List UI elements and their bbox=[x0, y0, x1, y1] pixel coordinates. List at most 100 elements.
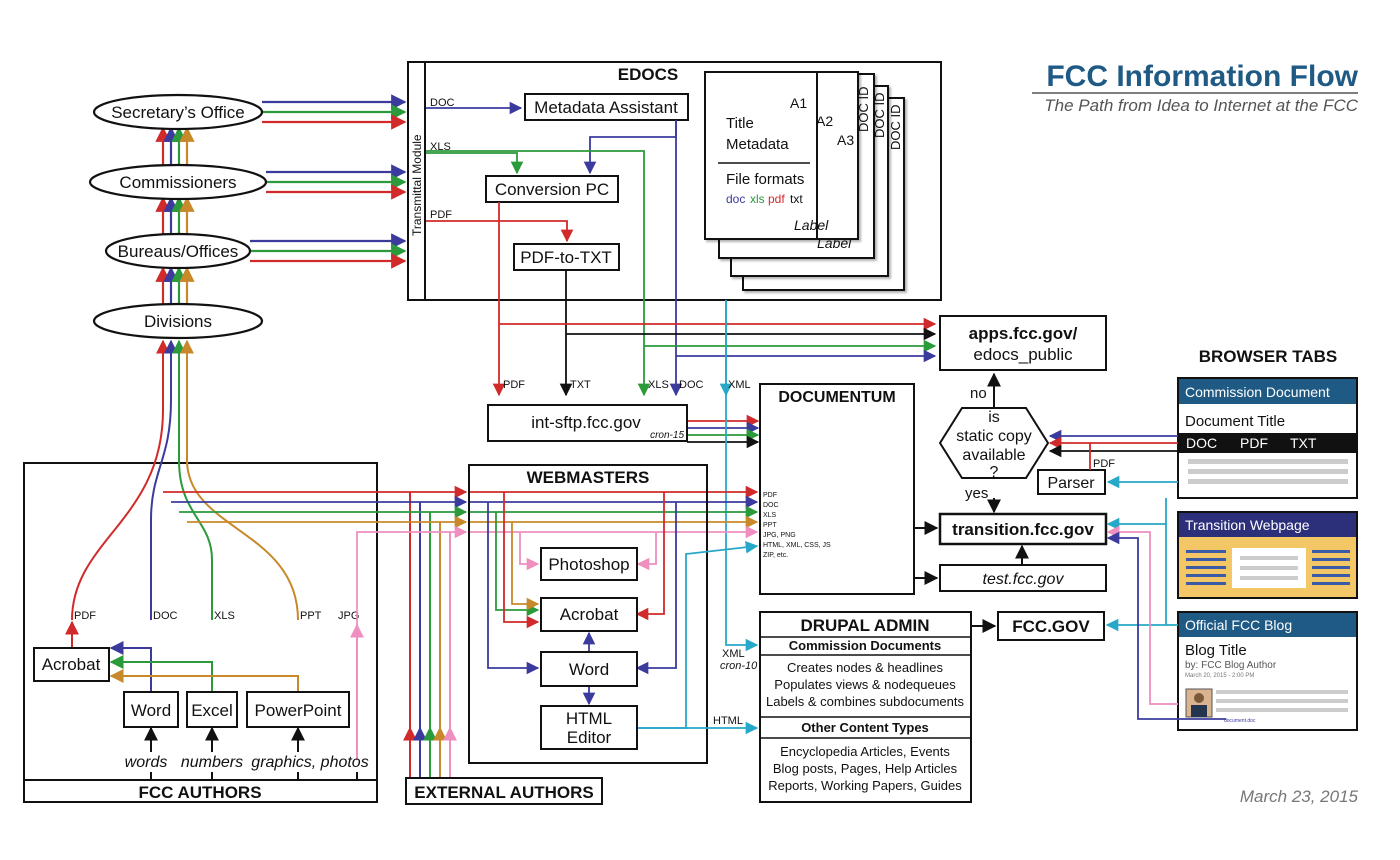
fcc-pdf-label: PDF bbox=[74, 610, 96, 622]
transition-label: transition.fcc.gov bbox=[952, 520, 1094, 539]
fcc-ppt-label: PPT bbox=[300, 610, 322, 622]
conversion-pc-box bbox=[485, 175, 619, 203]
apps-fcc-label-line1: apps.fcc.gov/ bbox=[969, 324, 1078, 343]
html-output-label: HTML bbox=[713, 715, 743, 727]
diagram-subtitle: The Path from Idea to Internet at the FC… bbox=[1044, 96, 1358, 115]
metadata-assistant-box bbox=[524, 93, 689, 121]
fcc-word-label: Word bbox=[131, 701, 171, 720]
record-format-pdf: pdf bbox=[768, 192, 785, 206]
sftp-doc-label: DOC bbox=[679, 379, 704, 391]
tab2-header: Transition Webpage bbox=[1185, 517, 1310, 533]
browser-tabs-heading: BROWSER TABS bbox=[1199, 347, 1338, 366]
fcc-acrobat-box bbox=[33, 647, 110, 682]
record-format-doc: doc bbox=[726, 192, 745, 206]
divisions-to-webmasters-flows bbox=[163, 485, 759, 625]
tab1-link-txt[interactable]: TXT bbox=[1290, 435, 1317, 451]
documentum-format-zip: ZIP, etc. bbox=[763, 552, 788, 559]
tab3-document-link[interactable]: document.doc bbox=[1224, 718, 1256, 724]
documentum-format-ppt: PPT bbox=[763, 522, 777, 529]
fcc-excel-box bbox=[186, 691, 238, 728]
edocs-heading: EDOCS bbox=[618, 65, 678, 84]
sftp-cron-label: cron-15 bbox=[650, 430, 684, 441]
org-stack-arrows bbox=[155, 126, 195, 307]
edocs-xls-label: XLS bbox=[430, 141, 451, 153]
docid-label-2: DOC ID bbox=[872, 93, 887, 139]
divisions-label: Divisions bbox=[144, 312, 212, 331]
record-a3-label: A3 bbox=[837, 132, 854, 148]
tab1-title: Document Title bbox=[1185, 413, 1285, 430]
fcc-gov-node bbox=[997, 611, 1105, 641]
drupal-heading: DRUPAL ADMIN bbox=[800, 616, 929, 635]
pdf-to-txt-label: PDF-to-TXT bbox=[520, 248, 612, 267]
fcc-authors-group: FCC AUTHORS PDF DOC XLS PPT JPG bbox=[23, 339, 378, 803]
apps-fcc-label-line2: edocs_public bbox=[973, 345, 1073, 364]
edocs-output-flows bbox=[426, 120, 937, 652]
tab1-header: Commission Document bbox=[1185, 384, 1330, 400]
fcc-powerpoint-label: PowerPoint bbox=[255, 701, 342, 720]
external-authors-label: EXTERNAL AUTHORS bbox=[414, 783, 593, 802]
record-format-txt: txt bbox=[790, 192, 803, 206]
documentum-format-jpg: JPG, PNG bbox=[763, 532, 796, 539]
header: FCC Information Flow The Path from Idea … bbox=[1032, 60, 1359, 806]
webmasters-group: WEBMASTERS Photoshop Acrobat Word HTML E… bbox=[468, 464, 759, 764]
web-word-box bbox=[540, 651, 638, 687]
secretary-office-node bbox=[92, 93, 264, 131]
tab1-link-doc[interactable]: DOC bbox=[1186, 435, 1217, 451]
drupal-cron-label: cron-10 bbox=[720, 660, 758, 672]
documentum-format-pdf: PDF bbox=[763, 492, 777, 499]
web-word-label: Word bbox=[569, 660, 609, 679]
static-copy-decision: is static copy available ? no yes bbox=[938, 385, 1050, 502]
docid-label-3: DOC ID bbox=[888, 105, 903, 151]
parser-label: Parser bbox=[1047, 475, 1095, 492]
record-a2-label: A2 bbox=[816, 113, 833, 129]
external-authors-group: EXTERNAL AUTHORS bbox=[403, 492, 603, 805]
sftp-xls-label: XLS bbox=[648, 379, 669, 391]
sftp-txt-label: TXT bbox=[570, 379, 591, 391]
apps-fcc-node: apps.fcc.gov/ edocs_public bbox=[939, 315, 1107, 371]
parser-pdf-label: PDF bbox=[1093, 458, 1115, 470]
record-a1-label: A1 bbox=[790, 95, 807, 111]
edocs-system: Transmittal Module EDOCS DOC XLS PDF Met… bbox=[407, 61, 942, 301]
browser-return-flows bbox=[1048, 429, 1226, 720]
diagram-title: FCC Information Flow bbox=[1046, 60, 1358, 93]
fcc-gov-label: FCC.GOV bbox=[1012, 617, 1090, 636]
sftp-input-labels: PDF TXT XLS DOC XML bbox=[503, 379, 751, 391]
secretary-office-label: Secretary’s Office bbox=[111, 103, 245, 122]
fcc-word-box bbox=[123, 691, 179, 728]
words-input-label: words bbox=[125, 754, 168, 771]
documentum-node: DOCUMENTUM PDF DOC XLS PPT JPG, PNG HTML… bbox=[759, 383, 915, 595]
parser-node bbox=[1037, 469, 1106, 495]
drupal-item-reports: Reports, Working Papers, Guides bbox=[768, 778, 962, 793]
drupal-section-other: Other Content Types bbox=[801, 720, 929, 735]
html-editor-box bbox=[540, 705, 638, 750]
decision-no-label: no bbox=[970, 385, 987, 402]
graphics-input-label: graphics, photos bbox=[251, 754, 368, 771]
fcc-powerpoint-box bbox=[246, 691, 350, 728]
conversion-pc-label: Conversion PC bbox=[495, 180, 609, 199]
documentum-format-doc: DOC bbox=[763, 502, 779, 509]
webmasters-heading: WEBMASTERS bbox=[527, 468, 650, 487]
photoshop-label: Photoshop bbox=[548, 555, 629, 574]
tab1-link-pdf[interactable]: PDF bbox=[1240, 435, 1268, 451]
bureaus-offices-node bbox=[104, 232, 252, 270]
commissioners-node bbox=[88, 163, 268, 201]
transmittal-module-label: Transmittal Module bbox=[410, 134, 424, 236]
decision-line2: static copy bbox=[956, 428, 1032, 445]
decision-yes-label: yes bbox=[965, 485, 988, 502]
bureaus-offices-label: Bureaus/Offices bbox=[118, 242, 239, 261]
record-title-label: Title bbox=[726, 115, 754, 132]
photoshop-box bbox=[540, 547, 638, 581]
sftp-xml-label: XML bbox=[728, 379, 751, 391]
drupal-item-views: Populates views & nodequeues bbox=[774, 677, 956, 692]
edocs-pdf-label: PDF bbox=[430, 209, 452, 221]
drupal-item-encyclopedia: Encyclopedia Articles, Events bbox=[780, 744, 950, 759]
pdf-to-txt-box bbox=[513, 243, 620, 271]
record-format-xls: xls bbox=[750, 192, 765, 206]
diagram-date: March 23, 2015 bbox=[1240, 787, 1359, 806]
decision-line4: ? bbox=[990, 464, 999, 481]
drupal-admin-node: DRUPAL ADMIN Commission Documents Create… bbox=[759, 611, 972, 803]
fcc-jpg-label: JPG bbox=[338, 610, 359, 622]
publishing-flows bbox=[914, 372, 1029, 633]
sftp-label: int-sftp.fcc.gov bbox=[531, 413, 641, 432]
